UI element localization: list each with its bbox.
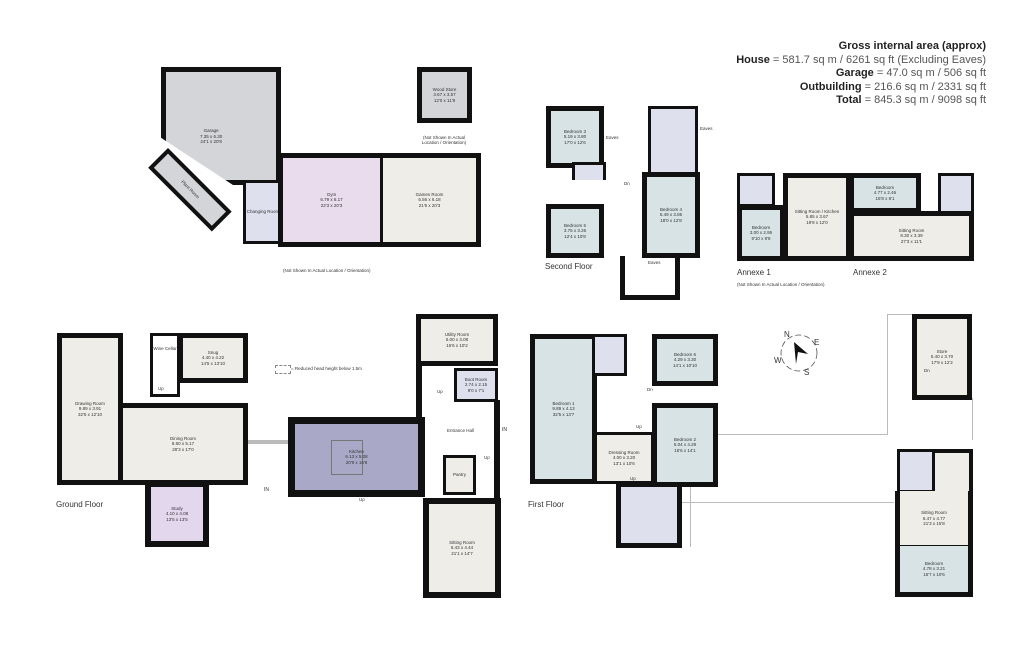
room-annexe1-bedroom: Bedroom 3.00 x 2.95 9'10 x 9'8 <box>737 205 785 261</box>
site-line <box>682 502 894 503</box>
link-corridor <box>248 440 288 444</box>
kitchen-island <box>331 440 363 475</box>
label-annexe-2: Annexe 2 <box>853 268 887 277</box>
compass-s: S <box>804 368 810 377</box>
compass: N E S W <box>774 330 822 377</box>
compass-rose-icon <box>780 334 818 372</box>
room-boot-room: Boot Room 2.74 x 2.15 9'0 x 7'1 <box>454 368 498 402</box>
label-second-floor: Second Floor <box>545 262 593 271</box>
compass-e: E <box>814 338 820 347</box>
room-dressing-room: Dressing Room 4.00 x 3.20 13'1 x 10'6 <box>594 432 654 484</box>
site-line <box>718 434 888 435</box>
room-bedroom-2: Bedroom 2 5.04 x 4.29 16'6 x 14'1 <box>652 403 718 487</box>
label-dn-ff: Dn <box>647 387 653 392</box>
room-annexe2-sitting: Sitting Room 8.30 x 3.39 27'3 x 11'1 <box>849 211 974 261</box>
room-first-floor-en-suite <box>616 482 682 548</box>
label-up-gf-1: Up <box>158 386 164 391</box>
gia-row-garage: Garage = 47.0 sq m / 506 sq ft <box>835 67 986 79</box>
room-dining-room: Dining Room 8.60 x 5.17 28'3 x 17'0 <box>118 403 248 485</box>
label-garage: Garage 7.35 x 6.30 24'1 x 20'8 <box>200 128 223 144</box>
wall <box>494 400 500 500</box>
site-line <box>972 398 973 440</box>
room-gym: Gym 6.79 x 6.17 22'3 x 20'3 <box>278 153 382 247</box>
site-line <box>887 314 913 315</box>
compass-w: W <box>774 356 782 365</box>
room-bedroom-5: Bedroom 5 3.75 x 3.26 12'4 x 10'8 <box>546 204 604 258</box>
gia-row-outbuilding: Outbuilding = 216.6 sq m / 2331 sq ft <box>799 80 986 93</box>
label-up-gf-2: Up <box>359 497 365 502</box>
site-line <box>887 314 888 435</box>
label-entrance-hall: Entrance Hall <box>447 428 475 433</box>
room-utility-room: Utility Room 5.00 x 3.08 16'6 x 10'2 <box>416 314 498 366</box>
room-annexe2-bathroom <box>938 173 974 215</box>
legend-dashed-box <box>275 365 291 374</box>
label-eaves-3: Eaves <box>648 260 661 265</box>
room-bedroom-3: Bedroom 3 5.19 x 3.80 17'0 x 12'6 <box>546 106 604 168</box>
room-annexe2-bedroom: Bedroom 4.77 x 2.46 15'8 x 8'1 <box>849 173 921 213</box>
label-eaves-1: Eaves <box>606 135 619 140</box>
label-ground-floor: Ground Floor <box>56 500 104 509</box>
room-wine-cellar: Wine Cellar <box>150 333 180 397</box>
room-first-floor-bathroom <box>592 334 627 376</box>
outbuilding-note: (Not Shown In Actual Location / Orientat… <box>283 268 371 273</box>
room-annexe1-bathroom <box>737 173 775 207</box>
label-in-2: IN <box>502 427 507 433</box>
gia-row-house: House = 581.7 sq m / 6261 sq ft (Excludi… <box>736 53 986 66</box>
legend-text: = Reduced head height below 1.5m <box>291 366 362 371</box>
room-bedroom-4: Bedroom 4 5.49 x 3.85 18'0 x 12'8 <box>642 172 700 258</box>
room-changing-room: Changing Room <box>243 180 283 244</box>
label-dn-store: Dn <box>924 368 930 373</box>
room-drawing-room: Drawing Room 9.89 x 3.91 32'5 x 12'10 <box>57 333 123 485</box>
label-up-ff-2: Up <box>630 476 636 481</box>
room-pantry: Pantry <box>443 455 476 495</box>
eaves-void <box>620 256 680 300</box>
room-second-floor-bathroom <box>648 106 698 176</box>
room-sitting-room-gf: Sitting Room 6.43 x 4.44 21'1 x 14'7 <box>423 498 501 598</box>
wood-store-note: (Not Shown In Actual Location / Orientat… <box>421 135 467 145</box>
room-outbuilding-bathroom <box>897 449 935 493</box>
label-in-1: IN <box>264 487 269 493</box>
wall <box>416 366 422 418</box>
gia-heading: Gross internal area (approx) <box>838 40 986 52</box>
outbuilding-stair-hall <box>933 449 973 493</box>
room-outbuilding-bedroom: Bedroom 4.78 x 3.21 15'7 x 10'6 <box>895 545 973 597</box>
label-eaves-2: Eaves <box>700 126 713 131</box>
label-up-gf-3: Up <box>437 389 443 394</box>
room-kitchen: Kitchen 6.13 x 5.08 20'9 x 16'8 <box>288 417 425 497</box>
annexe-note: (Not Shown In Actual Location / Orientat… <box>737 282 825 287</box>
label-annexe-1: Annexe 1 <box>737 268 771 277</box>
room-wood-store: Wood Store 3.67 x 3.57 12'0 x 11'8 <box>417 67 472 123</box>
room-games-room: Games Room 6.56 x 6.18 21'6 x 20'3 <box>381 153 481 247</box>
room-store: Store 5.40 x 3.70 17'9 x 12'2 <box>912 314 972 400</box>
label-first-floor: First Floor <box>528 500 564 509</box>
label-up-ff-1: Up <box>636 424 642 429</box>
gia-row-total: Total = 845.3 sq m / 9098 sq ft <box>836 94 986 106</box>
compass-n: N <box>784 330 790 339</box>
room-bedroom-6: Bedroom 6 4.29 x 3.30 14'1 x 10'10 <box>652 334 718 386</box>
site-line <box>690 487 691 547</box>
label-up-gf-4: Up <box>484 455 490 460</box>
label-dn-second: Dn <box>624 181 630 186</box>
room-outbuilding-sitting: Sitting Room 6.47 x 4.77 21'3 x 15'8 <box>895 491 973 547</box>
room-annexe1-sitting-kitchen: Sitting Room / Kitchen 5.85 x 3.67 19'8 … <box>783 173 851 261</box>
room-study: Study 4.10 x 4.08 13'5 x 13'5 <box>145 481 209 547</box>
room-bedroom-1: Bedroom 1 9.89 x 4.13 32'5 x 13'7 <box>530 334 597 484</box>
gross-internal-area: Gross internal area (approx) House = 581… <box>736 40 986 108</box>
room-snug: Snug 4.40 x 4.22 14'5 x 13'10 <box>178 333 248 383</box>
